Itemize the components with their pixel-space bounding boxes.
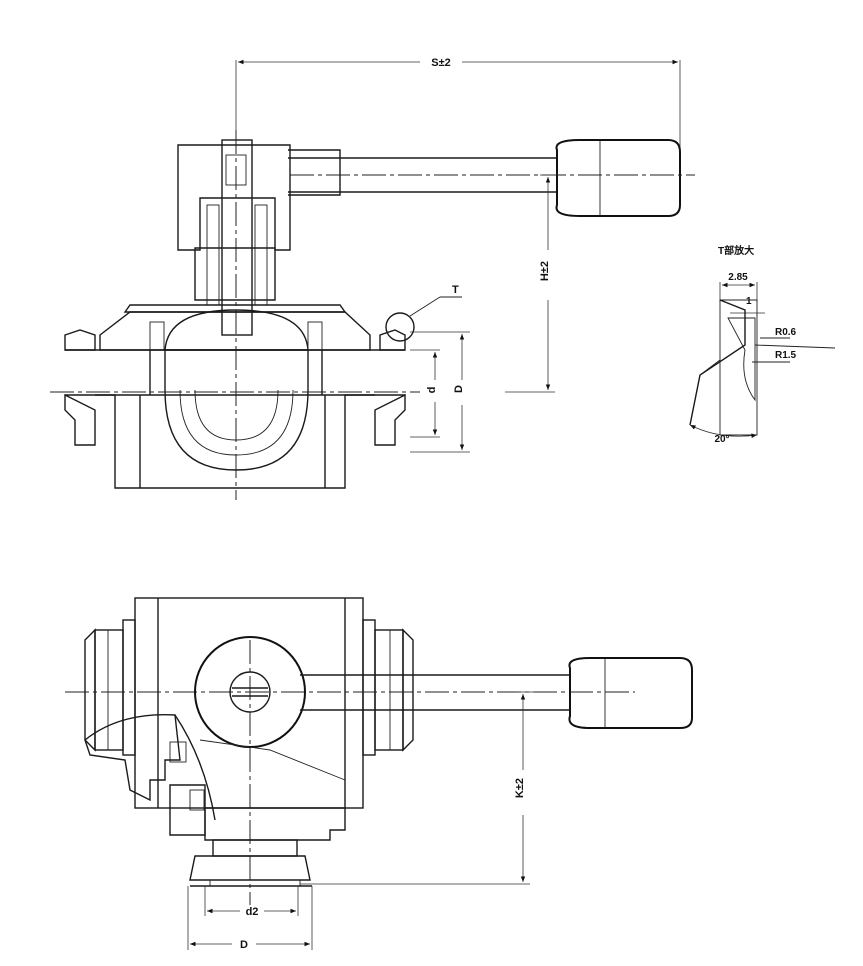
detail-title: T部放大 [718,244,754,257]
detail-285: 2.85 [728,272,748,283]
bonnet-neck [194,247,276,301]
k-dimension: K±2 [300,691,535,885]
h-dimension: H±2 [505,174,555,393]
ball-upper [164,309,309,351]
detail-r15: R1.5 [775,350,797,361]
stem-head-bottom [229,671,271,713]
handle-head [177,144,291,251]
bottom-plan-view: K±2 d2 [65,597,693,951]
right-flange-bottom [362,619,414,756]
detail-t-view: T部放大 2.85 1 R0.6 R1.5 20° [689,244,836,445]
seat-left [149,321,165,351]
D-top-dimension: D [410,331,470,453]
detail-20: 20° [714,434,729,445]
body-top-flange [123,304,347,313]
clamp-left-top [64,329,96,351]
lever-grip-top [555,139,681,217]
D-top-label: D [453,385,465,393]
ball-lower [164,350,309,471]
top-section-view: S±2 H±2 [50,57,695,500]
lever-rod-bottom [300,657,693,729]
s-dimension: S±2 [235,57,681,150]
D-bottom-dimension: D [187,886,313,951]
detail-t-circle [385,312,415,342]
D-bottom-label: D [240,939,248,951]
packing-left [206,204,220,306]
cutaway-section [84,714,181,802]
body-block-bottom [134,597,364,809]
d-top-dimension: d [410,349,440,438]
left-flange-bottom [84,619,136,756]
clamp-right-top [379,329,406,351]
end-left [64,393,96,446]
k-dimension-label: K±2 [514,778,526,798]
h-dimension-label: H±2 [539,261,551,281]
seat-right [307,321,323,351]
detail-t-label: T [452,284,459,296]
stem [221,139,253,336]
body-shell [99,311,371,351]
detail-1: 1 [746,296,752,307]
d2-dimension: d2 [204,886,299,918]
d-top-label: d [426,387,438,394]
end-right [374,393,406,446]
detail-r06: R0.6 [775,327,797,338]
handle-root [288,149,341,196]
lever-grip-bottom [568,657,693,729]
lever-rod-top [288,139,695,217]
d2-label: d2 [246,906,259,918]
bottom-outlet [189,807,346,887]
lower-body [95,394,375,489]
packing-right [254,204,268,306]
s-dimension-label: S±2 [431,57,451,69]
